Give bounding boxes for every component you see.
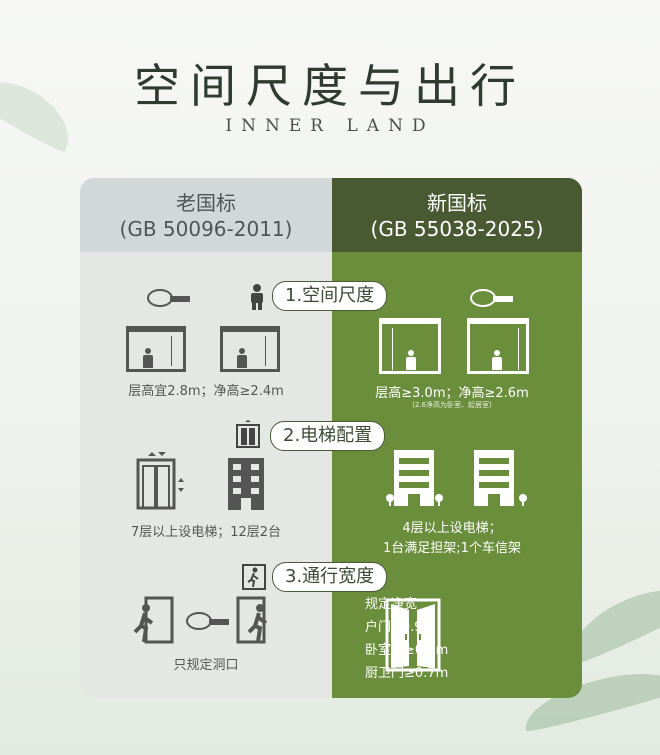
new-passage-list: 规定净宽 户门≥0.9m 卧室门≥0.8m 厨卫门≥0.7m <box>365 593 448 685</box>
old-standard-code: (GB 50096-2011) <box>119 217 293 241</box>
height-arrow <box>392 328 393 370</box>
tape-measure-bar <box>209 619 229 625</box>
room-frame-new-1 <box>379 318 441 374</box>
elevator-icon <box>236 420 260 448</box>
person-figure <box>492 350 502 370</box>
exit-door-icon <box>242 564 266 590</box>
room-frame-old-2 <box>220 326 280 372</box>
building-icon <box>228 458 264 510</box>
person-figure <box>406 350 416 370</box>
new-standard-code: (GB 55038-2025) <box>370 217 544 241</box>
elevator-door-icon <box>136 452 184 510</box>
tape-measure-bar <box>170 296 190 302</box>
walking-person-door-icon <box>133 596 174 644</box>
person-figure <box>237 348 247 368</box>
new-space-text: 层高≥3.0m；净高≥2.6m <box>375 386 529 401</box>
new-elevator-text-2: 1台满足担架;1个车信架 <box>383 541 521 556</box>
new-passage-item: 卧室门≥0.8m <box>365 643 449 658</box>
room-frame-old-1 <box>126 326 186 372</box>
new-passage-item: 规定净宽 <box>365 597 418 612</box>
page-title: 空间尺度与出行 <box>134 59 526 113</box>
section-pill-elevator: 2.电梯配置 <box>270 421 386 451</box>
new-standard-label: 新国标 <box>427 191 487 215</box>
person-icon <box>251 284 263 310</box>
old-standard-label: 老国标 <box>176 191 236 215</box>
old-passage-text: 只规定洞口 <box>173 658 239 673</box>
height-arrow <box>518 328 519 370</box>
new-standard-header: 新国标 (GB 55038-2025) <box>332 178 582 252</box>
tape-measure-bar <box>493 296 513 302</box>
new-passage-item: 户门≥0.9m <box>365 620 436 635</box>
height-arrow <box>171 336 172 366</box>
section-pill-space: 1.空间尺度 <box>272 281 388 311</box>
new-passage-item: 厨卫门≥0.7m <box>365 666 449 681</box>
section-pill-passage: 3.通行宽度 <box>272 562 388 592</box>
walking-person-door-icon <box>236 596 268 644</box>
height-arrow <box>265 336 266 366</box>
page-subtitle: INNER LAND <box>225 116 435 136</box>
new-space-note: (2.6净高为卧室、起居室) <box>412 401 492 409</box>
person-figure <box>143 348 153 368</box>
new-elevator-text-1: 4层以上设电梯； <box>402 521 502 536</box>
building-icon <box>386 450 443 506</box>
old-elevator-text: 7层以上设电梯；12层2台 <box>130 525 282 540</box>
old-standard-header: 老国标 (GB 50096-2011) <box>80 178 332 252</box>
building-icon <box>474 450 527 506</box>
room-frame-new-2 <box>467 318 529 374</box>
double-door-icon <box>385 598 441 672</box>
old-space-text: 层高宜2.8m；净高≥2.4m <box>128 384 284 399</box>
